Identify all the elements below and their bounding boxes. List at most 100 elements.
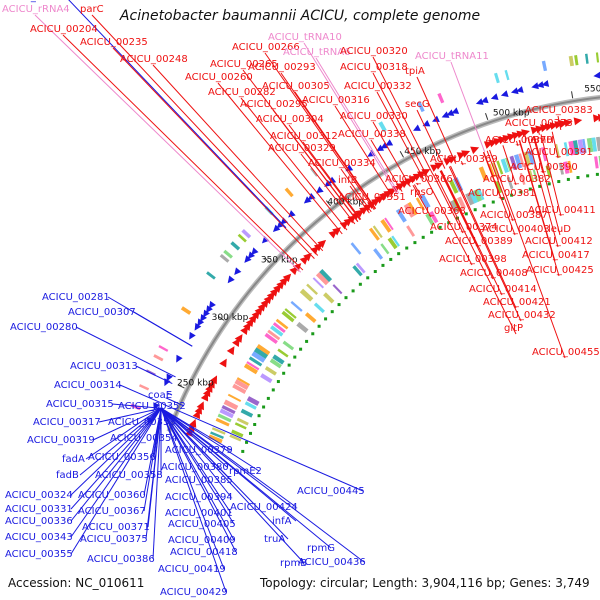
feature-label: ACICU_00383 — [525, 105, 593, 116]
category-block — [269, 358, 282, 369]
reverse-gene-arrow — [194, 322, 202, 331]
category-block — [563, 142, 570, 157]
grid-mark — [305, 339, 309, 343]
leader-line — [432, 174, 464, 234]
category-block — [296, 321, 309, 334]
leader-line — [145, 408, 162, 540]
category-block — [243, 363, 259, 375]
feature-label: ACICU_00418 — [170, 547, 238, 558]
category-block — [373, 248, 384, 260]
feature-label: ACICU_00360 — [78, 490, 146, 501]
category-block — [465, 192, 475, 206]
category-block — [227, 393, 242, 402]
feature-label: ACICU_00315 — [46, 399, 114, 410]
leader-line — [516, 140, 519, 147]
leader-line — [112, 47, 315, 259]
leader-line — [557, 115, 562, 131]
feature-label: ACICU_00403 — [482, 224, 550, 235]
forward-gene-arrow — [188, 418, 197, 428]
feature-label: ACICU_00408 — [460, 268, 528, 279]
leader-line — [160, 407, 332, 549]
category-block — [477, 188, 485, 201]
forward-gene-arrow — [303, 252, 312, 262]
feature-label: ACICU_00281 — [42, 292, 110, 303]
leader-line — [135, 365, 173, 385]
leader-line — [460, 160, 464, 166]
feature-label: ACICU_00385 — [165, 475, 233, 486]
feature-label: ACICU_00425 — [526, 265, 594, 276]
leader-line — [160, 407, 235, 541]
category-block — [355, 262, 366, 274]
category-block — [208, 434, 223, 444]
category-block — [541, 60, 548, 72]
leader-line — [425, 177, 473, 266]
category-block — [312, 277, 325, 289]
feature-label: rpmE2 — [229, 466, 262, 477]
category-block — [395, 208, 407, 223]
reverse-gene-arrow — [510, 87, 519, 95]
category-block — [384, 217, 394, 231]
feature-label: ACICU_00330 — [340, 111, 408, 122]
category-block — [407, 201, 418, 216]
feature-label: tpiA — [405, 66, 425, 77]
grid-mark — [473, 208, 477, 212]
leader-line — [165, 397, 185, 407]
feature-label: ACICU_tRNA10 — [268, 32, 342, 43]
category-block — [210, 431, 224, 439]
leader-line — [450, 165, 517, 309]
category-block — [437, 92, 445, 104]
grid-mark — [324, 317, 328, 321]
reverse-gene-arrow — [451, 107, 460, 114]
leader-line — [79, 407, 162, 476]
grid-mark — [358, 282, 362, 286]
category-block — [595, 52, 600, 63]
leader-line — [518, 140, 560, 277]
feature-label: ACICU_tRNA6 — [283, 47, 350, 58]
genome-info-text: Topology: circular; Length: 3,904,116 bp… — [260, 576, 590, 590]
grid-mark — [405, 246, 409, 250]
category-block — [272, 354, 285, 365]
leader-line — [413, 184, 423, 199]
reverse-gene-arrow — [189, 331, 196, 340]
grid-mark — [491, 200, 495, 204]
grid-mark — [271, 388, 275, 392]
reverse-gene-arrow — [203, 309, 210, 318]
grid-mark — [586, 174, 590, 178]
leader-line — [62, 34, 304, 271]
category-block — [582, 138, 587, 154]
feature-label: ACICU_00307 — [68, 307, 136, 318]
leader-line — [160, 407, 260, 472]
reverse-gene-arrow — [500, 90, 509, 97]
forward-gene-arrow — [447, 156, 457, 164]
reverse-gene-arrow — [475, 98, 484, 105]
feature-label: hemH — [524, 135, 554, 146]
leader-line — [143, 408, 162, 512]
leader-line — [70, 407, 162, 510]
category-block — [272, 322, 286, 334]
category-block — [519, 172, 526, 185]
leader-line — [160, 407, 232, 514]
reverse-gene-arrow — [244, 255, 252, 263]
scale-tick-label: 250 kbp — [177, 379, 214, 389]
leader-line — [502, 145, 517, 186]
feature-label: rpmB — [280, 558, 307, 569]
reverse-gene-arrow — [272, 224, 281, 233]
feature-label: ACICU_00235 — [80, 37, 148, 48]
feature-label: infA — [272, 516, 292, 527]
reverse-gene-arrow — [200, 314, 208, 322]
grid-mark — [547, 182, 551, 186]
leader-line — [280, 72, 376, 210]
category-block — [567, 160, 573, 173]
category-block — [594, 156, 599, 169]
forward-gene-arrow — [434, 162, 444, 170]
category-block — [509, 155, 518, 171]
feature-label: ACICU_00320 — [340, 46, 408, 57]
feature-label: ACICU_00316 — [302, 95, 370, 106]
scale-tick — [264, 257, 271, 263]
leader-line — [160, 408, 227, 593]
grid-mark — [266, 396, 270, 400]
feature-label: coaE — [148, 390, 172, 401]
feature-label: ACICU_00260 — [185, 72, 253, 83]
category-block — [457, 196, 466, 210]
leader-line — [288, 124, 361, 221]
